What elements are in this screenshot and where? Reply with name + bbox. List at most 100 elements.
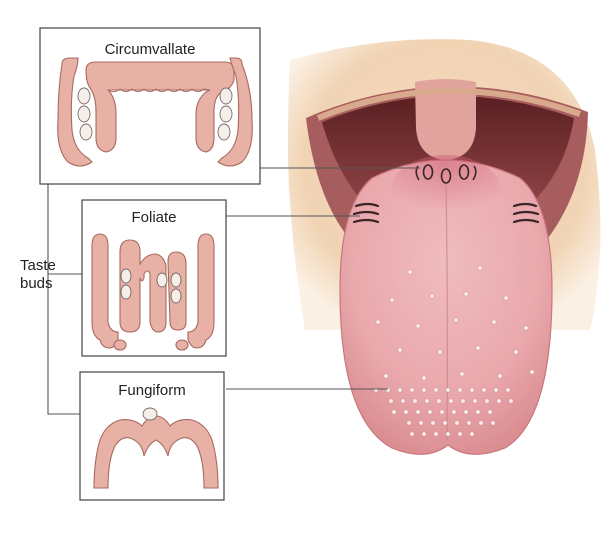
taste-buds-label-line2: buds: [20, 275, 53, 292]
papilla-dot-icon: [442, 420, 448, 426]
papilla-dot-icon: [406, 420, 412, 426]
papilla-dot-icon: [466, 420, 472, 426]
papilla-dot-icon: [388, 398, 394, 404]
papilla-dot-icon: [491, 319, 497, 325]
circumvallate-trench-tissue: [57, 57, 93, 167]
foliate-taste-buds: [120, 268, 182, 304]
papilla-dot-icon: [437, 349, 443, 355]
taste-bud-icon: [77, 87, 91, 105]
upper-teeth-ridge: [316, 87, 582, 121]
fungiform-label: Fungiform: [118, 382, 186, 399]
taste-bud-icon: [170, 288, 182, 304]
papilla-dot-icon: [484, 398, 490, 404]
taste-bud-icon: [79, 123, 93, 141]
taste-bud-icon: [219, 105, 233, 123]
papilla-dot-icon: [469, 431, 475, 437]
papilla-dot-icon: [451, 409, 457, 415]
papilla-dot-icon: [472, 398, 478, 404]
papilla-dot-icon: [433, 431, 439, 437]
taste-buds-label: Taste buds: [20, 257, 56, 293]
papilla-dot-icon: [375, 319, 381, 325]
papilla-dot-icon: [523, 325, 529, 331]
papilla-dot-icon: [475, 409, 481, 415]
taste-bud-icon: [156, 272, 168, 288]
foliate-label: Foliate: [131, 209, 177, 226]
papilla-dot-icon: [424, 398, 430, 404]
papilla-dot-icon: [453, 317, 459, 323]
fungiform-papillae-dots: [373, 265, 535, 437]
papilla-dot-icon: [427, 409, 433, 415]
papilla-dot-icon: [505, 387, 511, 393]
papilla-dot-icon: [503, 295, 509, 301]
foliate-base-knob-right: [175, 339, 189, 351]
foliate-panel: [81, 199, 227, 357]
taste-bud-icon: [77, 105, 91, 123]
papilla-dot-icon: [400, 398, 406, 404]
papilla-dot-icon: [463, 291, 469, 297]
median-sulcus: [445, 184, 448, 441]
papilla-dot-icon: [421, 431, 427, 437]
papilla-dot-icon: [421, 375, 427, 381]
uvula: [415, 79, 476, 160]
papilla-dot-icon: [497, 373, 503, 379]
papilla-dot-icon: [407, 269, 413, 275]
foliate-base-knob-left: [113, 339, 127, 351]
taste-bud-icon: [120, 268, 132, 284]
circumvallate-trench-tissue-right: [217, 57, 253, 167]
foliate-papillae-marks-left: [352, 202, 380, 224]
papilla-dot-icon: [412, 398, 418, 404]
papilla-dot-icon: [460, 398, 466, 404]
papilla-dot-icon: [481, 387, 487, 393]
taste-buds-label-line1: Taste: [20, 257, 56, 274]
papilla-dot-icon: [459, 371, 465, 377]
foliate-papillae-marks-right: [512, 202, 540, 224]
papilla-dot-icon: [477, 265, 483, 271]
foliate-fold-center: [119, 239, 167, 333]
circumvallate-wavy-surface: [107, 88, 211, 93]
papilla-dot-icon: [457, 387, 463, 393]
circumvallate-papilla-body: [85, 61, 235, 153]
papilla-dot-icon: [429, 293, 435, 299]
papilla-dot-icon: [529, 369, 535, 375]
papilla-dot-icon: [513, 349, 519, 355]
papilla-dot-icon: [475, 345, 481, 351]
papilla-dot-icon: [439, 409, 445, 415]
papilla-dot-icon: [397, 347, 403, 353]
taste-bud-icon: [217, 123, 231, 141]
papilla-dot-icon: [436, 398, 442, 404]
papilla-dot-icon: [445, 431, 451, 437]
papilla-dot-icon: [496, 398, 502, 404]
taste-bud-icon: [219, 87, 233, 105]
taste-bud-icon: [142, 407, 158, 421]
papilla-dot-icon: [415, 409, 421, 415]
foliate-fold-left: [91, 233, 119, 349]
papilla-dot-icon: [397, 387, 403, 393]
papilla-dot-icon: [421, 387, 427, 393]
papilla-dot-icon: [448, 398, 454, 404]
papilla-dot-icon: [463, 409, 469, 415]
papilla-dot-icon: [478, 420, 484, 426]
circumvallate-papillae-marks: [415, 164, 477, 184]
papilla-dot-icon: [508, 398, 514, 404]
fungiform-panel: [79, 371, 225, 501]
circumvallate-taste-buds: [77, 87, 233, 141]
tongue: [339, 155, 553, 455]
papilla-dot-icon: [469, 387, 475, 393]
papilla-dot-icon: [490, 420, 496, 426]
papilla-dot-icon: [454, 420, 460, 426]
papilla-dot-icon: [409, 387, 415, 393]
taste-bud-icon: [120, 284, 132, 300]
foliate-fold-right: [187, 233, 215, 349]
circumvallate-panel: [39, 27, 261, 185]
papilla-dot-icon: [445, 387, 451, 393]
papilla-dot-icon: [457, 431, 463, 437]
papilla-dot-icon: [430, 420, 436, 426]
papilla-dot-icon: [487, 409, 493, 415]
papilla-dot-icon: [389, 297, 395, 303]
taste-bud-icon: [170, 272, 182, 288]
papilla-dot-icon: [383, 373, 389, 379]
papilla-dot-icon: [493, 387, 499, 393]
papilla-dot-icon: [415, 323, 421, 329]
papilla-dot-icon: [418, 420, 424, 426]
